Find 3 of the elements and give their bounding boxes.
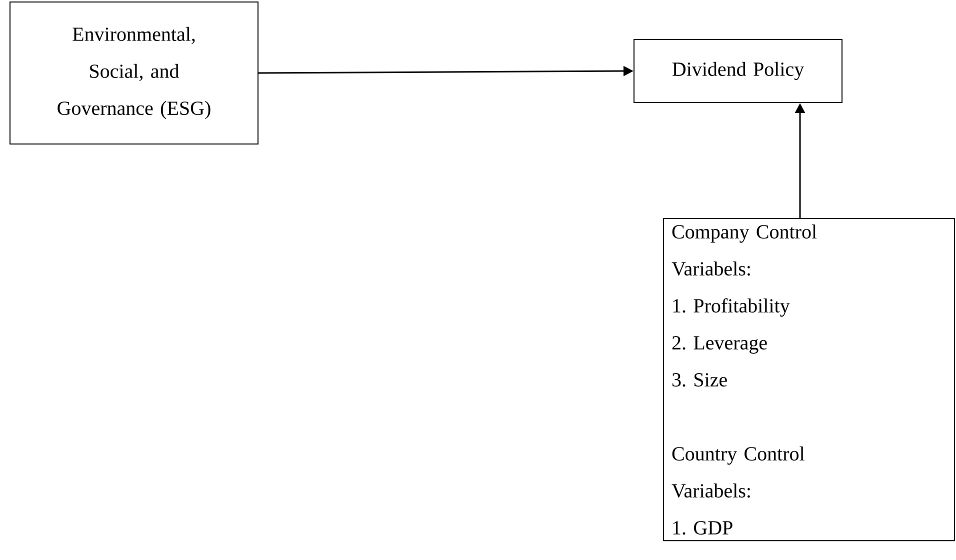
variables-box: Company Control Variabels: 1. Profitability 2. Leverage 3. Size Country Control Variabels: 1. GDP [663, 218, 955, 542]
concept-box: Environmental, Social, and Governance (ESG) [10, 2, 258, 144]
concept-box: Dividend Policy [634, 39, 842, 103]
